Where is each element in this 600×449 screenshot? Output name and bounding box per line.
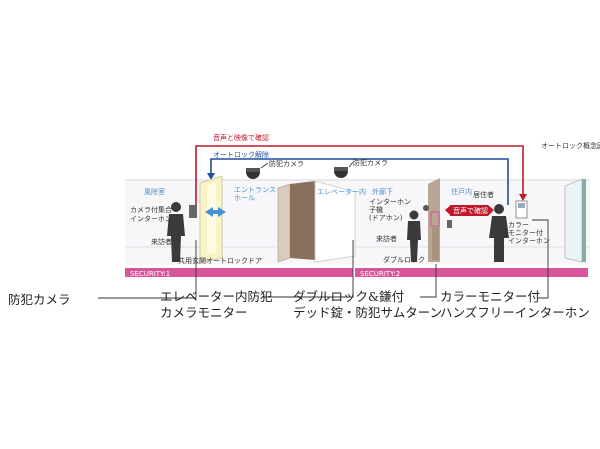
color-monitor-intercom xyxy=(515,200,528,219)
camera-2-leader xyxy=(348,161,354,168)
leader-elevator-monitor xyxy=(262,240,354,298)
voice-confirm-arrow-left xyxy=(445,205,451,216)
autolock-release-flow-line xyxy=(210,158,509,205)
elevator-door xyxy=(314,180,356,263)
zone-dwelling: 住戸内 xyxy=(451,188,472,196)
voice-video-flow-line xyxy=(195,145,524,212)
visitor-2-silhouette xyxy=(407,210,421,262)
visitor-1-silhouette xyxy=(167,202,185,262)
dwelling-door-lower xyxy=(432,226,439,260)
diagram-title: オートロック概念図 xyxy=(541,142,600,150)
voice-video-arrowhead xyxy=(519,194,527,201)
door-open-arrow-right xyxy=(218,207,226,217)
entrance-brown-door xyxy=(290,181,315,260)
visitor-1-label: 来訪者 xyxy=(151,238,172,246)
panel-intercom-unit xyxy=(189,205,197,218)
door-glass-highlight xyxy=(207,183,216,254)
color-monitor-label: カラー モニター付 インターホン xyxy=(508,221,550,245)
dwelling-window xyxy=(564,178,583,263)
voice-confirm-label: 音声で確認 xyxy=(453,207,488,215)
intercom-child-unit xyxy=(423,205,429,211)
leader-security-camera xyxy=(98,240,197,299)
zone-outer-corridor: 外廊下 xyxy=(372,188,393,196)
dwelling-wall-edge xyxy=(582,179,586,262)
double-lock-label: ダブルロック xyxy=(383,256,425,264)
security-band-2 xyxy=(355,268,588,277)
monitor-screen xyxy=(518,203,525,208)
caption-security-camera: 防犯カメラ xyxy=(8,292,71,307)
security-band-1-label: SECURITY:1 xyxy=(130,270,170,278)
zone-entrance-hall: エントランス ホール xyxy=(234,186,276,202)
voice-confirm-arrow-right xyxy=(488,205,494,216)
resident-label: 居住者 xyxy=(473,191,494,199)
panel-intercom-label: カメラ付集合 インターホン xyxy=(130,206,172,223)
entrance-side-panel xyxy=(277,183,291,263)
security-band-1 xyxy=(125,268,353,277)
leader-double-lock xyxy=(420,264,437,298)
security-camera-2-icon xyxy=(334,167,348,178)
autolock-release-arrowhead xyxy=(207,173,215,180)
voice-confirm-box xyxy=(450,205,488,216)
security-camera-2-label: 防犯カメラ xyxy=(353,159,388,167)
camera-1-leader xyxy=(260,162,269,169)
shared-autolock-door-label: 共用玄関オートロックドア xyxy=(178,257,262,265)
intercom-child-label: インターホン 子機 (ドアホン) xyxy=(369,198,411,222)
resident-silhouette xyxy=(489,204,509,262)
caption-elevator-monitor: エレベーター内防犯 カメラモニター xyxy=(160,289,273,320)
zone-elevator-interior: エレベーター内 xyxy=(317,188,366,196)
door-open-arrow-shaft xyxy=(211,210,220,214)
visitor-2-label: 来訪者 xyxy=(376,235,397,243)
security-camera-1-icon xyxy=(246,168,260,179)
caption-double-lock: ダブルロック&鎌付 デッド錠・防犯サムターン xyxy=(293,289,443,320)
voice-video-label: 音声と映像で確認 xyxy=(213,134,269,142)
leader-color-monitor xyxy=(532,219,549,299)
security-band-2-label: SECURITY:2 xyxy=(360,270,400,278)
autolock-release-label: オートロック解除 xyxy=(213,151,269,159)
security-camera-1-label: 防犯カメラ xyxy=(269,160,304,168)
caption-color-monitor: カラーモニター付 ハンズフリーインターホン xyxy=(440,289,590,320)
zone-windbreak: 風除室 xyxy=(144,188,165,196)
door-open-arrow-left xyxy=(205,207,213,217)
door-lock-handle xyxy=(447,220,452,228)
